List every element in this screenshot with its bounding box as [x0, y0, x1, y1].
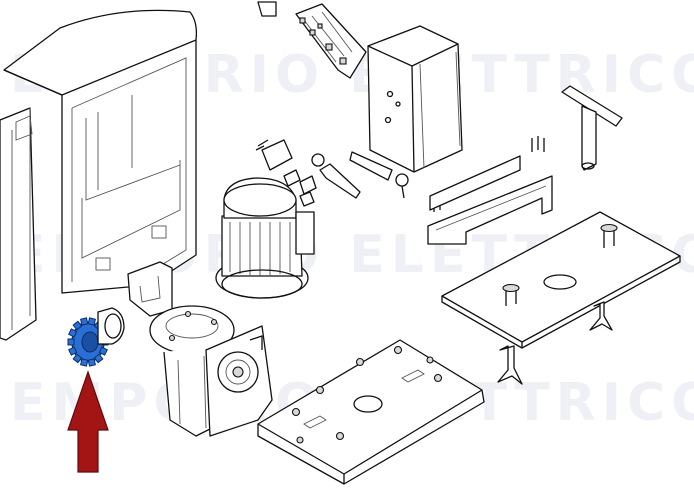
gear-tooth [87, 317, 96, 326]
mounting-plates [427, 155, 553, 245]
gear-tooth [93, 353, 104, 364]
control-box [367, 25, 463, 173]
gear-bushing [97, 307, 125, 345]
cable-connector [255, 139, 317, 207]
gearbox [149, 305, 273, 437]
electric-motor [215, 177, 315, 299]
gear-tooth [67, 338, 75, 346]
base-plate [257, 339, 485, 485]
gear-tooth [87, 358, 96, 367]
gear-tooth [72, 353, 83, 364]
gear-tooth [80, 358, 89, 367]
gear-tooth [98, 346, 108, 356]
top-bracket [257, 1, 277, 17]
release-key [561, 85, 623, 171]
gear-tooth [72, 320, 83, 331]
foundation-plate [441, 211, 681, 385]
control-board [295, 3, 367, 79]
switch-bracket [311, 151, 409, 199]
gear-tooth [68, 346, 78, 356]
indicator-arrow [67, 370, 109, 473]
gear-tooth [68, 328, 78, 338]
gear-tooth [80, 317, 89, 326]
housing-cover [0, 9, 198, 341]
